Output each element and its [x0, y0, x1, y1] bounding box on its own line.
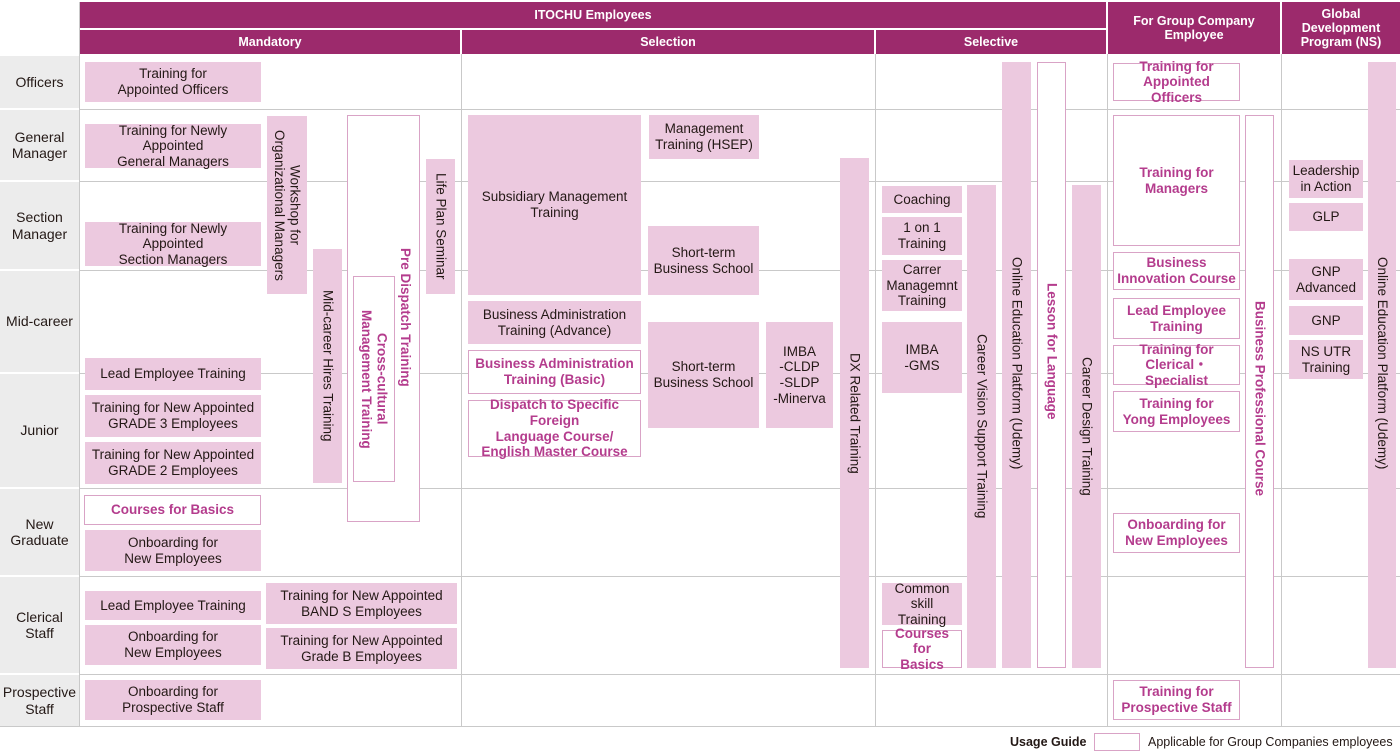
course-grade3-employees: Training for New Appointed GRADE 3 Emplo… — [85, 395, 261, 437]
course-subsidiary-management: Subsidiary Management Training — [468, 115, 641, 295]
header-itochu-employees: ITOCHU Employees — [80, 2, 1106, 28]
course-training-appointed-officers: Training for Appointed Officers — [85, 62, 261, 102]
header-selection: Selection — [462, 30, 874, 54]
course-lead-employee-training: Lead Employee Training — [85, 358, 261, 390]
header-selective: Selective — [876, 30, 1106, 54]
grid-line — [1107, 54, 1108, 726]
course-selective-courses-basics: Courses for Basics — [882, 626, 962, 672]
course-onboarding-new-employees: Onboarding for New Employees — [85, 530, 261, 571]
grid-line — [79, 2, 80, 726]
header-global-development: Global Development Program (NS) — [1282, 2, 1400, 54]
grid-line — [461, 54, 462, 726]
legend-label: Usage Guide — [1010, 735, 1087, 749]
course-imba-cldp-sldp-minerva: IMBA -CLDP -SLDP -Minerva — [766, 322, 833, 428]
course-newly-appointed-section-managers: Training for Newly Appointed Section Man… — [85, 221, 261, 267]
course-business-professional: Business Professional Course — [1245, 115, 1274, 668]
course-clerical-specialist: Training for Clerical・Specialist — [1113, 342, 1240, 388]
course-1-on-1-training: 1 on 1 Training — [882, 217, 962, 255]
course-dispatch-foreign-language: Dispatch to Specific Foreign Language Co… — [468, 397, 641, 459]
course-gnp-advanced: GNP Advanced — [1289, 259, 1363, 300]
row-label-mid-career: Mid-career — [0, 271, 79, 372]
grid-line — [1281, 54, 1282, 726]
course-ns-utr: NS UTR Training — [1289, 340, 1363, 379]
course-workshop-organizational-managers: Workshop for Organizational Managers — [267, 116, 307, 294]
course-yong-employees: Training for Yong Employees — [1113, 391, 1240, 432]
row-label-junior: Junior — [0, 374, 79, 487]
course-group-prospective-staff: Training for Prospective Staff — [1113, 680, 1240, 720]
course-short-term-business-school-2: Short-term Business School — [648, 322, 759, 428]
course-mid-career-hires-training: Mid-career Hires Training — [313, 249, 342, 483]
course-group-appointed-officers: Training for Appointed Officers — [1113, 59, 1240, 105]
course-life-plan-seminar: Life Plan Seminar — [426, 159, 455, 294]
course-group-managers: Training for Managers — [1113, 115, 1240, 246]
course-clerical-onboarding: Onboarding for New Employees — [85, 625, 261, 665]
course-business-innovation: Business Innovation Course — [1113, 252, 1240, 290]
course-lesson-for-language: Lesson for Language — [1037, 62, 1066, 668]
course-career-vision-support: Career Vision Support Training — [967, 185, 996, 668]
course-clerical-lead-employee: Lead Employee Training — [85, 591, 261, 620]
grid-line — [80, 488, 1400, 489]
course-global-online-udemy: Online Education Platform (Udemy) — [1368, 62, 1396, 668]
course-leadership-in-action: Leadership in Action — [1289, 160, 1363, 198]
course-business-administration-basic: Business Administration Training (Basic) — [468, 350, 641, 394]
grid-line — [80, 576, 1400, 577]
row-label-general-manager: General Manager — [0, 110, 79, 180]
grid-line — [0, 726, 1400, 727]
course-grade2-employees: Training for New Appointed GRADE 2 Emplo… — [85, 442, 261, 484]
course-career-design: Career Design Training — [1072, 185, 1101, 668]
grid-line — [80, 674, 1400, 675]
course-group-onboarding: Onboarding for New Employees — [1113, 513, 1240, 553]
row-label-section-manager: Section Manager — [0, 182, 79, 269]
course-glp: GLP — [1289, 203, 1363, 231]
row-label-new-graduate: New Graduate — [0, 489, 79, 575]
course-cross-cultural-management: Cross-cultural Management Training — [353, 276, 395, 482]
course-band-s-employees: Training for New Appointed BAND S Employ… — [266, 583, 457, 624]
course-group-lead-employee: Lead Employee Training — [1113, 298, 1240, 339]
course-imba-gms: IMBA -GMS — [882, 322, 962, 393]
course-gnp: GNP — [1289, 306, 1363, 335]
course-grade-b-employees: Training for New Appointed Grade B Emplo… — [266, 628, 457, 669]
row-label-officers: Officers — [0, 56, 79, 108]
grid-line — [875, 54, 876, 726]
course-newly-appointed-general-managers: Training for Newly Appointed General Man… — [85, 123, 261, 169]
course-career-management: Carrer Managemnt Training — [882, 260, 962, 311]
course-short-term-business-school-1: Short-term Business School — [648, 226, 759, 295]
course-dx-related-training: DX Related Training — [840, 158, 869, 668]
course-business-administration-advance: Business Administration Training (Advanc… — [468, 301, 641, 344]
course-courses-for-basics: Courses for Basics — [84, 495, 261, 525]
course-common-skill: Common skill Training — [882, 581, 962, 627]
legend-swatch — [1094, 733, 1140, 751]
header-group-company: For Group Company Employee — [1108, 2, 1280, 54]
row-label-clerical-staff: Clerical Staff — [0, 577, 79, 673]
course-management-hsep: Management Training (HSEP) — [649, 115, 759, 159]
course-onboarding-prospective-staff: Onboarding for Prospective Staff — [85, 680, 261, 720]
legend-text: Applicable for Group Companies employees — [1148, 735, 1393, 749]
row-label-prospective-staff: Prospective Staff — [0, 675, 79, 726]
header-mandatory: Mandatory — [80, 30, 460, 54]
course-online-education-udemy: Online Education Platform (Udemy) — [1002, 62, 1031, 668]
course-coaching: Coaching — [882, 186, 962, 213]
grid-line — [80, 109, 1400, 110]
grid-line — [80, 181, 1400, 182]
